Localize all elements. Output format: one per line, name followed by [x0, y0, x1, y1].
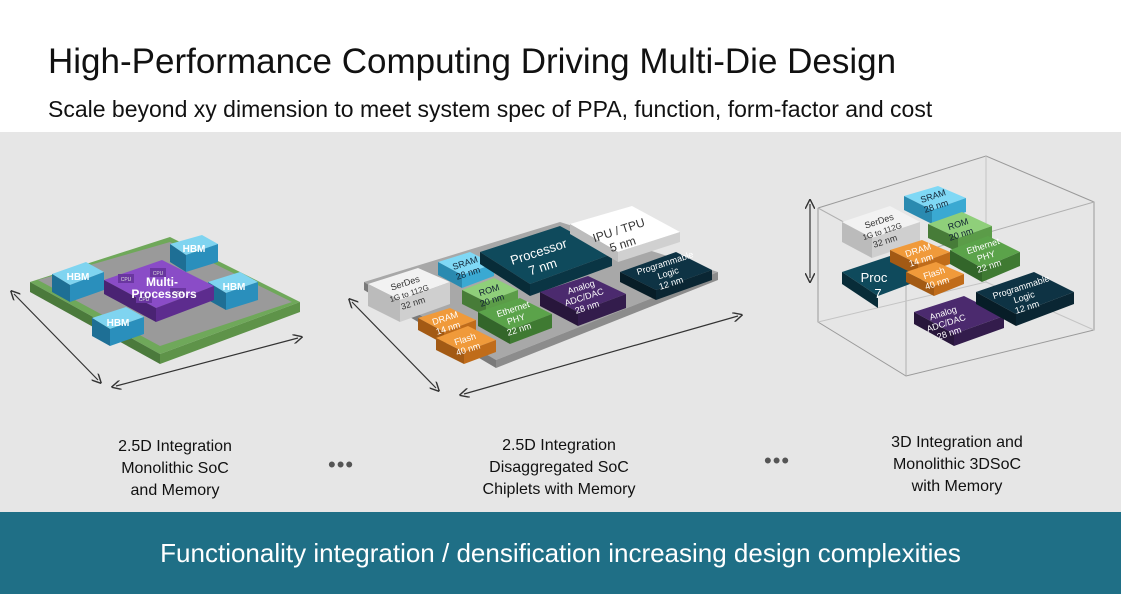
3d-dram: DRAM 14 nm	[890, 240, 950, 276]
hbm-label: HBM	[223, 282, 246, 293]
processors-label: Processors	[131, 287, 197, 301]
ellipsis-dots-1: •••	[328, 452, 355, 477]
cpu-label: CPU	[153, 271, 164, 277]
3d-programmable-logic: Programmable Logic 12 nm	[976, 272, 1074, 326]
page-title: High-Performance Computing Driving Multi…	[48, 42, 897, 81]
hbm-label: HBM	[107, 318, 130, 329]
page-subtitle: Scale beyond xy dimension to meet system…	[48, 96, 933, 122]
width-arrow	[116, 338, 298, 386]
multi-processors-block: CPU CPU CPU CPU Multi- Processors	[104, 260, 214, 322]
hbm-label: HBM	[183, 244, 206, 255]
diagram-disaggregated-soc: SerDes 1G to 112G 32 nm SRAM 28 nm ROM 2…	[352, 206, 738, 394]
3d-ethernet-phy: Ethernet PHY 22 nm	[950, 236, 1020, 282]
banner-text: Functionality integration / densificatio…	[160, 538, 961, 568]
bottom-banner: Functionality integration / densificatio…	[0, 512, 1121, 594]
cpu-label: CPU	[121, 277, 132, 283]
multi-label: Multi-	[146, 275, 178, 289]
svg-text:Proc: Proc	[861, 270, 888, 285]
width-arrow	[464, 316, 738, 394]
caption-3d: 3D Integration and Monolithic 3DSoC with…	[891, 434, 1023, 495]
caption-monolithic: 2.5D Integration Monolithic SoC and Memo…	[118, 438, 232, 499]
diagram-monolithic-soc: HBM HBM HBM HBM CPU	[14, 235, 300, 386]
ellipsis-dots-2: •••	[764, 448, 791, 473]
3d-sram: SRAM 28 nm	[904, 186, 966, 224]
integration-diagrams: HBM HBM HBM HBM CPU	[0, 155, 1095, 512]
svg-text:7: 7	[874, 286, 881, 301]
caption-disaggregated: 2.5D Integration Disaggregated SoC Chipl…	[482, 437, 636, 498]
diagram-3d-soc: Proc 7 Analog ADC/DAC 28 nm Programmable…	[810, 155, 1095, 377]
cpu-label: CPU	[139, 297, 150, 303]
depth-arrow	[352, 302, 436, 388]
depth-arrow	[14, 294, 98, 380]
hbm-label: HBM	[67, 272, 90, 283]
hbm-chip-2: HBM	[170, 235, 218, 272]
3d-serdes: SerDes 1G to 112G 32 nm	[842, 206, 920, 258]
chiplet-ipu-tpu: IPU / TPU 5 nm	[570, 206, 680, 262]
3d-flash: Flash 40 nm	[906, 262, 964, 296]
chiplet-programmable-logic: Programmable Logic 12 nm	[620, 249, 712, 300]
chiplet-processor: Processor 7 nm	[480, 226, 612, 296]
cpu-label: CPU	[173, 291, 184, 297]
